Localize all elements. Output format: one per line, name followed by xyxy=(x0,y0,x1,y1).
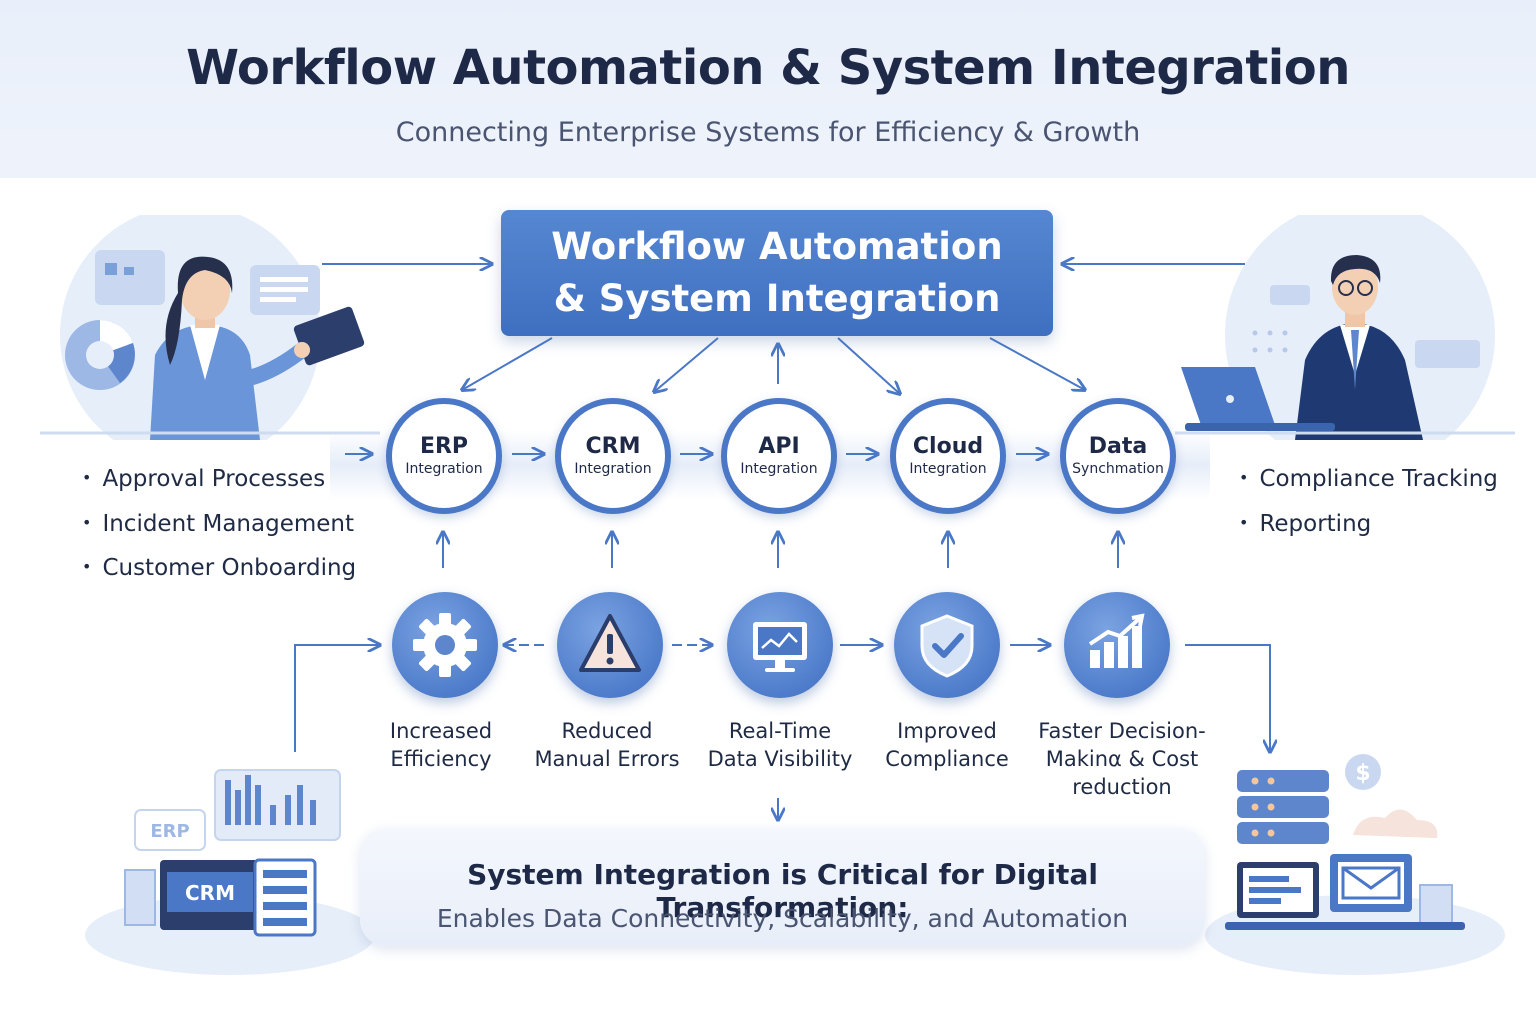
conclusion-banner: System Integration is Critical for Digit… xyxy=(360,828,1205,946)
benefit-label-line: Improved xyxy=(897,719,997,743)
hub-title-line1: Workflow Automation xyxy=(551,225,1003,268)
benefit-compliance xyxy=(894,592,1000,698)
page-subtitle: Connecting Enterprise Systems for Effici… xyxy=(395,117,1141,148)
header-band: Workflow Automation & System Integration… xyxy=(0,0,1536,178)
integration-subtitle: Synchmation xyxy=(1072,461,1164,477)
gear-icon xyxy=(413,613,477,677)
benefit-label-decision-making: Faster Decision- Makinα & Cost reduction xyxy=(1022,717,1222,801)
list-item: Incident Management xyxy=(82,503,356,548)
presenter-woman-illustration xyxy=(40,215,380,440)
benefit-label-reduced-errors: Reduced Manual Errors xyxy=(507,717,707,773)
integration-node-data: Data Synchmation xyxy=(1060,398,1176,514)
benefit-decision-making xyxy=(1064,592,1170,698)
benefit-label-line: Compliance xyxy=(885,747,1009,771)
integration-title: ERP xyxy=(419,434,469,459)
monitor-icon xyxy=(753,622,807,672)
benefit-label-line: Increased xyxy=(389,719,493,743)
left-process-list: Approval Processes Incident Management C… xyxy=(82,458,356,592)
integration-subtitle: Integration xyxy=(909,461,987,477)
erp-crm-systems-illustration: ERP CRM xyxy=(85,769,375,975)
benefit-label-line: Makinα & Cost xyxy=(1045,747,1199,771)
benefit-label-line: reduction xyxy=(1072,775,1172,799)
benefit-label-line: Manual Errors xyxy=(534,747,680,771)
warning-icon xyxy=(579,614,641,672)
erp-label: ERP xyxy=(150,821,189,842)
growth-chart-icon xyxy=(1088,613,1145,668)
page-title: Workflow Automation & System Integration xyxy=(186,40,1350,96)
benefit-label-line: Real-Time xyxy=(728,719,832,743)
benefit-label-line: Reduced xyxy=(561,719,653,743)
businessman-laptop-illustration xyxy=(1175,215,1515,440)
crm-label: CRM xyxy=(185,881,235,905)
benefit-label-efficiency: Increased Efficiency xyxy=(341,717,541,773)
benefit-label-line: Faster Decision- xyxy=(1038,719,1206,743)
benefit-reduced-errors xyxy=(557,592,663,698)
list-item: Compliance Tracking xyxy=(1239,458,1497,503)
integration-subtitle: Integration xyxy=(740,461,818,477)
list-item: Reporting xyxy=(1239,503,1498,548)
list-item: Customer Onboarding xyxy=(82,547,356,592)
benefit-visibility xyxy=(727,592,833,698)
integration-node-cloud: Cloud Integration xyxy=(890,398,1006,514)
benefit-label-compliance: Improved Compliance xyxy=(847,717,1047,773)
integration-title: Cloud xyxy=(912,434,984,459)
integration-subtitle: Integration xyxy=(405,461,483,477)
integration-subtitle: Integration xyxy=(574,461,652,477)
integration-title: CRM xyxy=(585,434,641,459)
right-process-list: Compliance Tracking Reporting xyxy=(1239,458,1498,548)
integration-node-crm: CRM Integration xyxy=(555,398,671,514)
list-item: Approval Processes xyxy=(82,458,356,503)
dollar-label: $ xyxy=(1355,761,1370,786)
shield-check-icon xyxy=(920,614,974,678)
hub-title-line2: & System Integration xyxy=(553,277,1001,320)
servers-email-illustration: $ xyxy=(1205,754,1505,975)
benefit-label-line: Efficiency xyxy=(390,747,492,771)
integration-node-erp: ERP Integration xyxy=(386,398,502,514)
hub-box: Workflow Automation & System Integration xyxy=(501,210,1053,336)
integration-node-api: API Integration xyxy=(721,398,837,514)
banner-text: Enables Data Connectivity, Scalability, … xyxy=(436,904,1129,933)
integration-title: API xyxy=(758,434,800,459)
benefit-label-line: Data Visibility xyxy=(707,747,853,771)
benefit-efficiency xyxy=(392,592,498,698)
integration-title: Data xyxy=(1088,434,1148,459)
benefit-label-visibility: Real-Time Data Visibility xyxy=(680,717,880,773)
banner-title: System Integration is Critical for Digit… xyxy=(467,858,1098,924)
